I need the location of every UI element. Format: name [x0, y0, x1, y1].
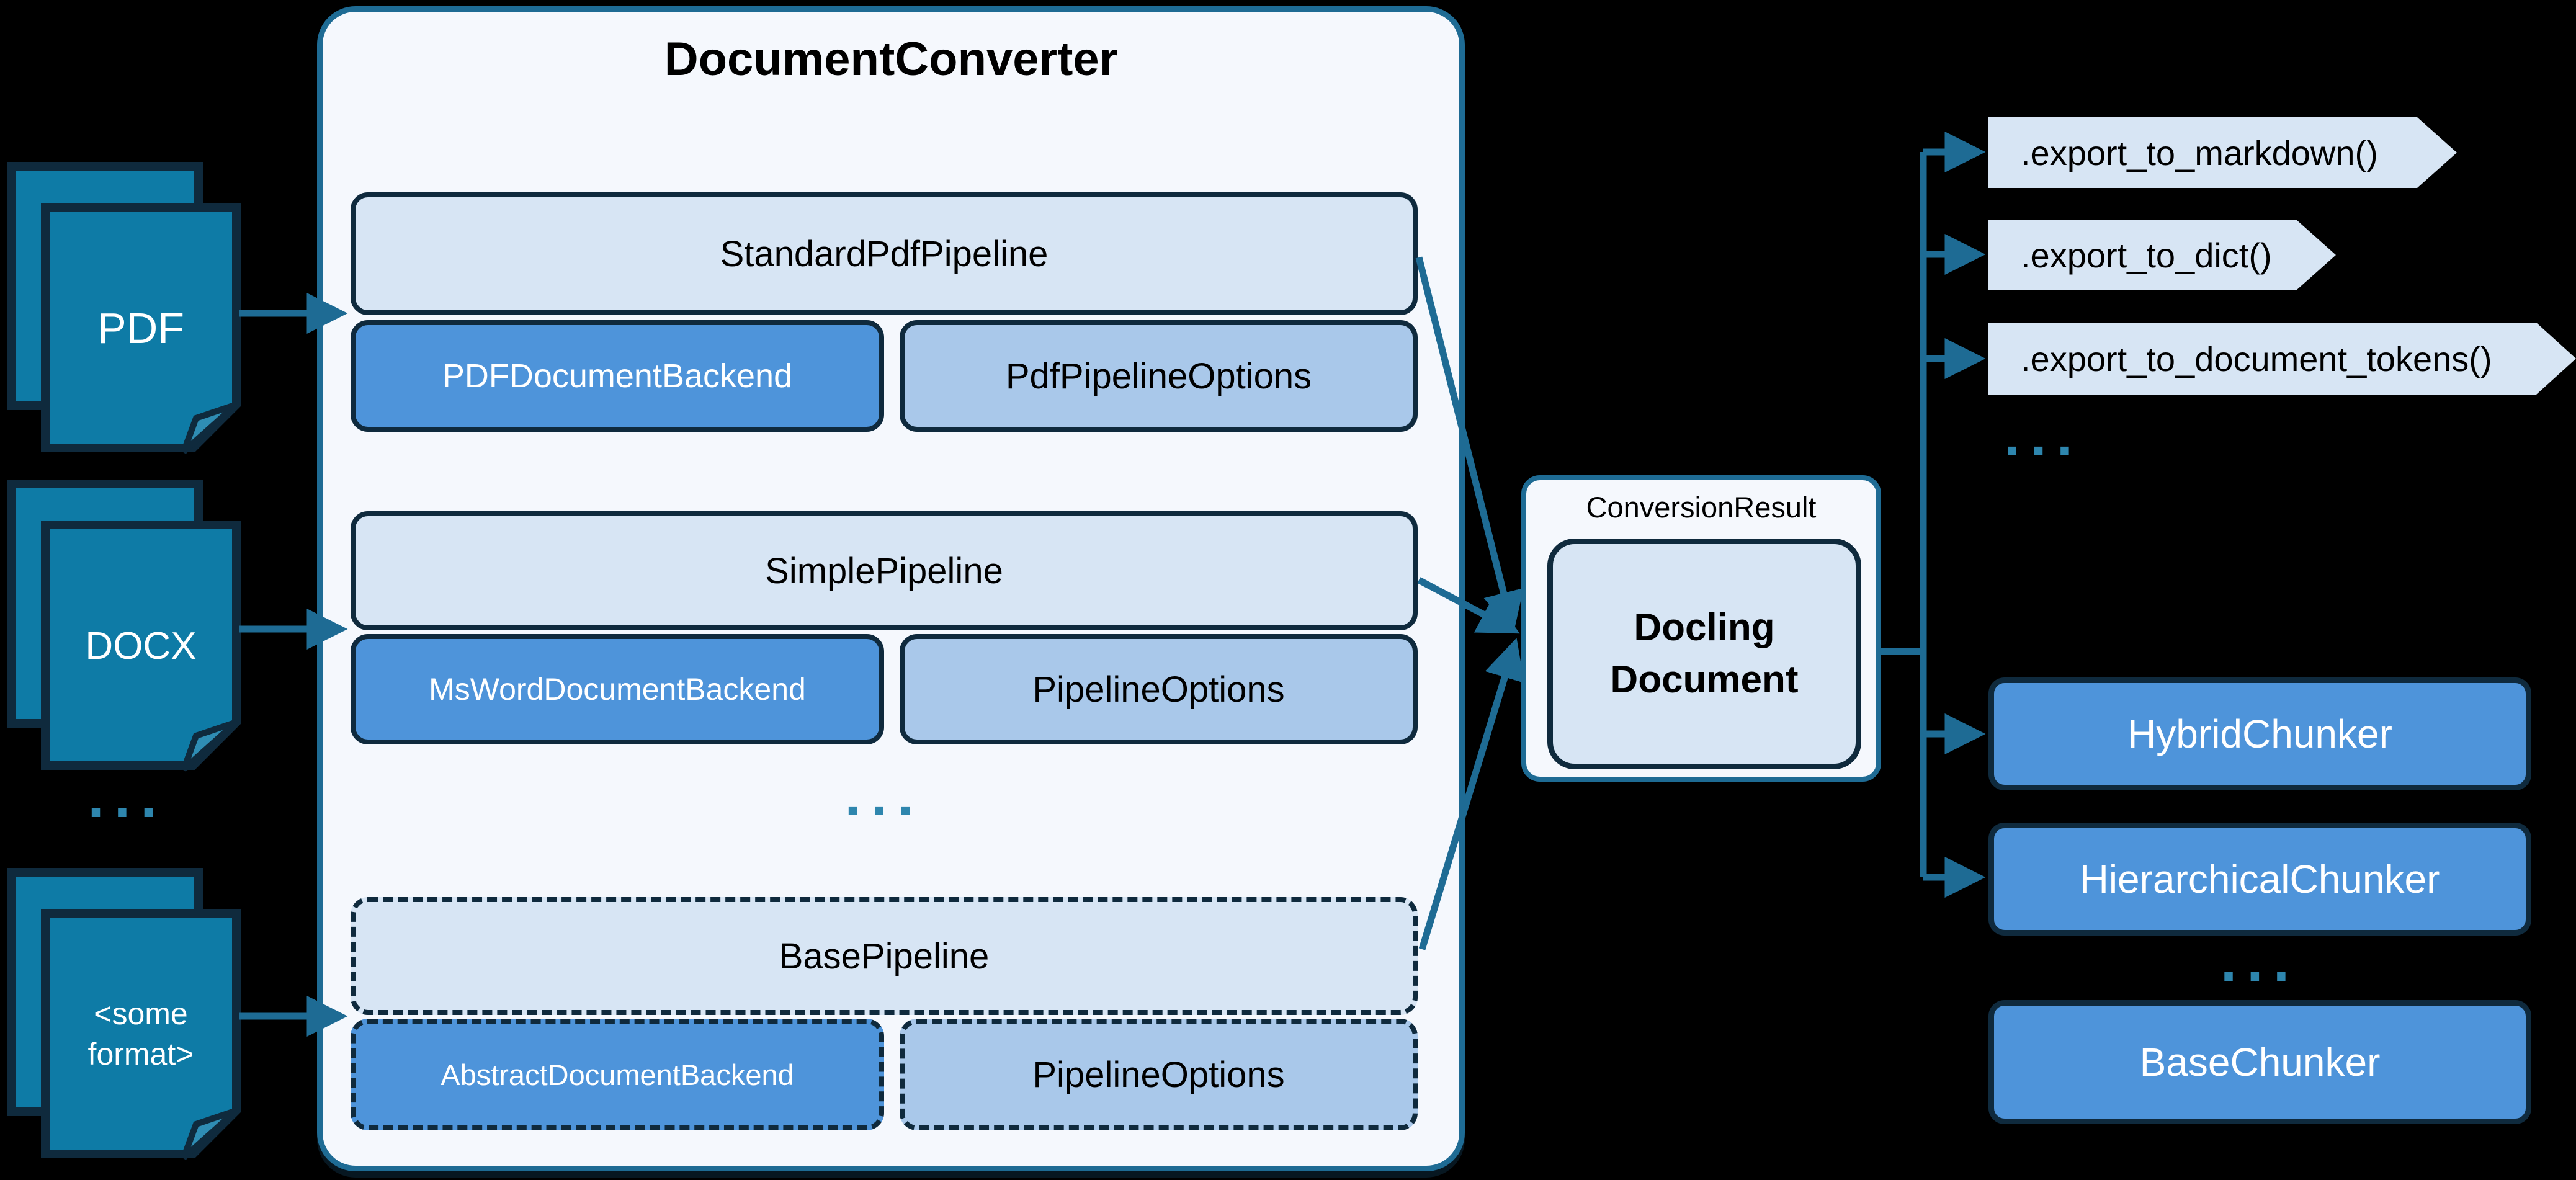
msword-document-backend-box: MsWordDocumentBackend: [351, 634, 884, 744]
chunkers-ellipsis: ...: [2220, 928, 2300, 994]
docx-documents-icon: DOCX: [6, 479, 248, 772]
exports-ellipsis: ...: [2004, 403, 2083, 468]
export-to-document-tokens-label: .export_to_document_tokens(): [2021, 339, 2492, 378]
pdf-label: PDF: [97, 304, 184, 352]
base-chunker-label: BaseChunker: [2139, 1040, 2381, 1084]
some-format-documents-icon: <some format>: [6, 867, 248, 1160]
base-pipeline-label: BasePipeline: [779, 936, 990, 977]
pipeline-options-box: PipelineOptions: [900, 634, 1418, 744]
pdf-document-backend-label: PDFDocumentBackend: [442, 357, 793, 395]
pdf-pipeline-options-label: PdfPipelineOptions: [1005, 355, 1312, 396]
standard-pdf-pipeline-box: StandardPdfPipeline: [351, 192, 1418, 315]
simple-pipeline-box: SimplePipeline: [351, 511, 1418, 630]
conversion-result-box: ConversionResult Docling Document: [1521, 475, 1881, 782]
msword-document-backend-label: MsWordDocumentBackend: [429, 672, 806, 707]
document-converter-title: DocumentConverter: [664, 33, 1118, 86]
pdf-document-backend-box: PDFDocumentBackend: [351, 320, 884, 432]
export-to-dict-label: .export_to_dict(): [2021, 235, 2272, 275]
pdf-documents-icon: PDF: [6, 161, 248, 454]
abstract-document-backend-box: AbstractDocumentBackend: [351, 1019, 884, 1130]
export-to-dict-chevron: .export_to_dict(): [1988, 220, 2336, 290]
abstract-document-backend-label: AbstractDocumentBackend: [441, 1058, 794, 1091]
stacked-pages-icon: [7, 162, 241, 454]
base-pipeline-options-label: PipelineOptions: [1032, 1054, 1285, 1095]
arrow-base-to-result: [1418, 638, 1524, 950]
hybrid-chunker-box: HybridChunker: [1988, 677, 2531, 790]
hybrid-chunker-label: HybridChunker: [2127, 712, 2392, 756]
export-to-markdown-chevron: .export_to_markdown(): [1988, 117, 2457, 188]
docx-label: DOCX: [85, 624, 197, 668]
stacked-pages-icon: [7, 480, 241, 772]
some-format-label: <some format>: [87, 996, 194, 1071]
standard-pdf-pipeline-label: StandardPdfPipeline: [720, 233, 1049, 274]
arrow-simple-to-result: [1417, 577, 1520, 634]
export-to-markdown-label: .export_to_markdown(): [2021, 133, 2378, 172]
pdf-pipeline-options-box: PdfPipelineOptions: [900, 320, 1418, 432]
inputs-ellipsis: ...: [87, 764, 167, 830]
conversion-result-label: ConversionResult: [1586, 491, 1817, 524]
arrow-standardpdf-to-result: [1415, 256, 1524, 633]
pipeline-options-label: PipelineOptions: [1032, 669, 1285, 710]
hierarchical-chunker-label: HierarchicalChunker: [2080, 857, 2440, 901]
base-pipeline-box: BasePipeline: [351, 897, 1418, 1015]
export-to-document-tokens-chevron: .export_to_document_tokens(): [1988, 323, 2576, 395]
base-pipeline-options-box: PipelineOptions: [900, 1019, 1418, 1130]
docling-document-box: Docling Document: [1547, 539, 1861, 769]
converter-ellipsis: ...: [844, 762, 924, 828]
hierarchical-chunker-box: HierarchicalChunker: [1988, 823, 2531, 936]
base-chunker-box: BaseChunker: [1988, 1000, 2531, 1124]
stacked-pages-icon: [7, 868, 241, 1160]
simple-pipeline-label: SimplePipeline: [765, 550, 1003, 591]
